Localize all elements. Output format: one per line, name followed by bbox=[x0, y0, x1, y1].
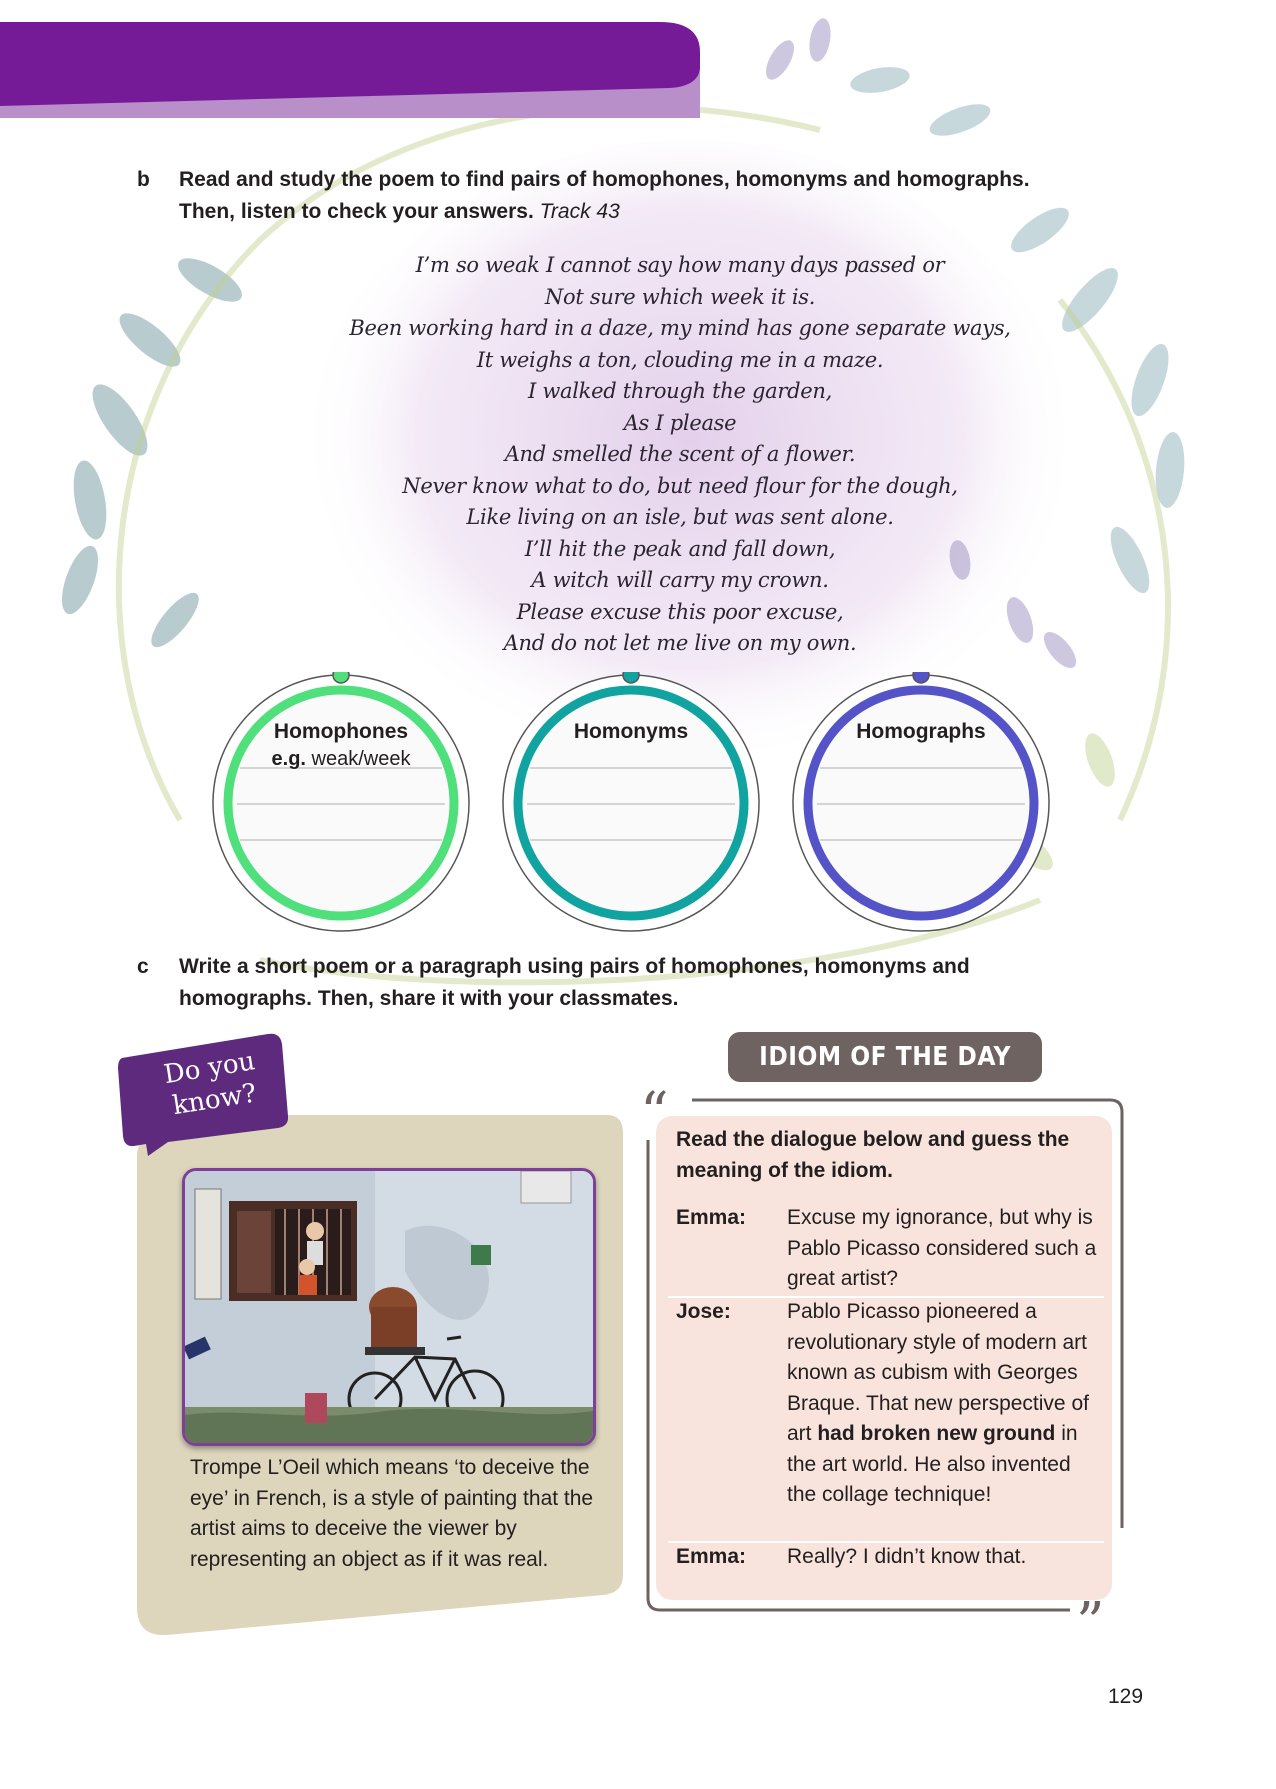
homophones-circle: Homophones e.g. weak/week bbox=[210, 672, 472, 934]
poem-line: And smelled the scent of a flower. bbox=[504, 442, 856, 466]
poem-line: I’ll hit the peak and fall down, bbox=[524, 536, 836, 561]
dialogue-divider bbox=[668, 1541, 1104, 1543]
homonyms-title: Homonyms bbox=[573, 720, 689, 743]
poem-line: Like living on an isle, but was sent alo… bbox=[466, 505, 894, 529]
question-letter: c bbox=[137, 955, 149, 978]
chapter-banner bbox=[0, 22, 700, 118]
question-text: Write a short poem or a paragraph using … bbox=[179, 951, 1179, 1015]
poem-line: Been working hard in a daze, my mind has… bbox=[349, 316, 1011, 340]
homographs-title: Homographs bbox=[856, 720, 986, 743]
poem-line: It weighs a ton, clouding me in a maze. bbox=[476, 347, 884, 372]
question-line-1: Read and study the poem to find pairs of… bbox=[179, 168, 1030, 191]
speaker-line: Excuse my ignorance, but why is Pablo Pi… bbox=[787, 1206, 1097, 1290]
speaker-name: Emma: bbox=[676, 1545, 747, 1568]
poem-line: As I please bbox=[623, 410, 737, 435]
did-you-know-badge bbox=[118, 1033, 288, 1156]
idiom-phrase: had broken new ground bbox=[817, 1422, 1056, 1445]
homophones-title: Homophones bbox=[273, 720, 409, 743]
idiom-title: IDIOM OF THE DAY bbox=[728, 1032, 1042, 1082]
question-line-2: Then, listen to check your answers. Trac… bbox=[179, 200, 620, 223]
poem-line: Never know what to do, but need flour fo… bbox=[402, 473, 958, 498]
question-letter: b bbox=[137, 168, 150, 191]
speaker-name: Emma: bbox=[676, 1206, 747, 1229]
idiom-card bbox=[656, 1116, 1112, 1600]
homonyms-ring bbox=[502, 672, 760, 932]
speaker-name: Jose: bbox=[676, 1300, 731, 1323]
dialogue-divider bbox=[668, 1296, 1104, 1298]
banner-main bbox=[0, 22, 700, 106]
poem-line: And do not let me live on my own. bbox=[503, 631, 857, 655]
page-number: 129 bbox=[1108, 1685, 1144, 1708]
poem-line: Not sure which week it is. bbox=[544, 284, 816, 309]
did-you-know-caption: Trompe L’Oeil which means ‘to deceive th… bbox=[190, 1456, 594, 1571]
trompe-loeil-photo bbox=[182, 1168, 596, 1446]
poem-line: I’m so weak I cannot say how many days p… bbox=[415, 253, 945, 277]
question-text: Read and study the poem to find pairs of… bbox=[179, 164, 1179, 228]
homophones-ring bbox=[212, 672, 470, 932]
question-line-2: homographs. Then, share it with your cla… bbox=[179, 987, 679, 1010]
track-label: Track 43 bbox=[539, 200, 620, 223]
homographs-circle: Homographs bbox=[790, 672, 1052, 934]
homographs-ring bbox=[792, 672, 1050, 932]
poem-line: A witch will carry my crown. bbox=[531, 568, 829, 592]
homonyms-circle: Homonyms bbox=[500, 672, 762, 934]
speaker-line: Really? I didn’t know that. bbox=[787, 1545, 1027, 1568]
idiom-instruction: Read the dialogue below and guess the me… bbox=[676, 1128, 1070, 1182]
poem-line: Please excuse this poor excuse, bbox=[516, 599, 844, 624]
homophones-example: e.g. weak/week bbox=[271, 748, 411, 770]
poem-line: I walked through the garden, bbox=[527, 379, 832, 403]
question-line-1: Write a short poem or a paragraph using … bbox=[179, 955, 970, 978]
speaker-line: Pablo Picasso pioneered a revolutionary … bbox=[787, 1300, 1089, 1506]
poem: I’m so weak I cannot say how many days p… bbox=[340, 250, 1020, 660]
